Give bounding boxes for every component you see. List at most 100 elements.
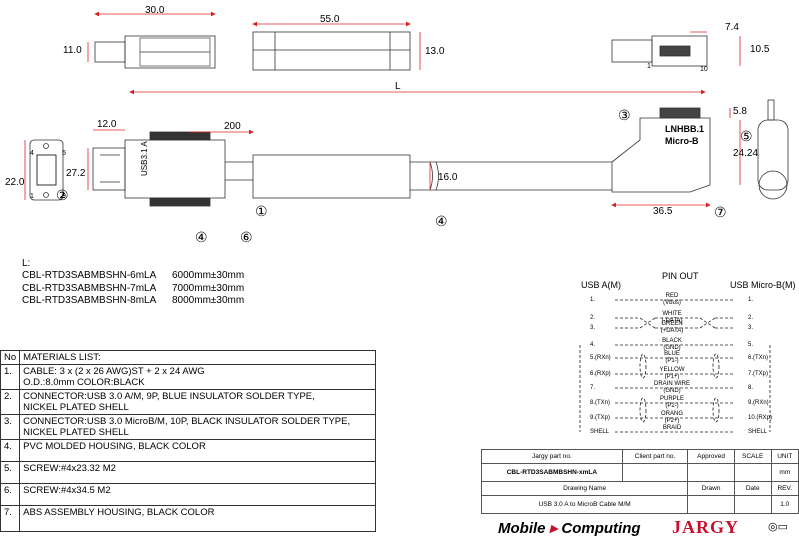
dim-27-2: 27.2 [66, 168, 86, 179]
pinout-wire-signal: (+DATA) [660, 328, 684, 334]
pinout-wire-signal: (-DATA) [661, 318, 683, 324]
tb-drawing-name: USB 3.0 A to MicroB Cable M/M [480, 495, 689, 514]
dim-30: 30.0 [145, 5, 165, 16]
tb-date [733, 495, 772, 514]
tb-client-part-header: Client part no. [621, 449, 689, 464]
length-part-6m: CBL-RTD3SABMBSHN-6mLA [22, 270, 157, 281]
table-row: 5.SCREW:#4x23.32 M2 [0, 461, 376, 484]
item-no: 5. [0, 461, 21, 484]
side-usb-a-face [29, 139, 64, 201]
pinout-left-pin: 3. [590, 325, 596, 331]
tb-jargy-part-header: Jargy part no. [481, 449, 623, 464]
logo-mobile: Mobile [498, 520, 546, 537]
pinout-right-pin: 1. [748, 297, 754, 303]
pinout-wire-signal: (GND) [663, 345, 681, 351]
title-block: Jargy part no. Client part no. Approved … [480, 449, 799, 514]
pinout-title: PIN OUT [662, 271, 699, 281]
dim-10-5: 10.5 [750, 44, 770, 55]
pinout-wire-signal: (Vbus) [663, 300, 681, 306]
top-molded-housing [252, 31, 411, 71]
pinout-left-pin: 5.(RXn) [590, 355, 611, 361]
pinout-left-pin: 7. [590, 385, 596, 391]
dim-7-4: 7.4 [725, 22, 739, 33]
pinout-right-pin: 6.(TXn) [748, 355, 769, 361]
dim-24-24: 24.24 [733, 148, 759, 159]
item-text: CONNECTOR:USB 3.0 MicroB/M, 10P, BLACK I… [19, 414, 376, 440]
callout-7: ⑦ [714, 204, 727, 220]
pinout-right-pin: 2. [748, 315, 754, 321]
tb-scale-header: SCALE [733, 449, 772, 464]
pinout-left-pin: 4. [590, 342, 596, 348]
micro-b-top-label: LNHBB.1 [665, 124, 705, 134]
pinout-wire-signal: (P2-) [665, 403, 679, 409]
dim-5-8: 5.8 [733, 106, 747, 117]
dim-13: 13.0 [425, 46, 445, 57]
callout-2: ② [56, 187, 69, 203]
pinout-wire-signal: (P1-) [665, 358, 679, 364]
pinout-right-pin: 8. [748, 385, 754, 391]
tb-unit: mm [770, 463, 799, 482]
dim-L: L [395, 81, 401, 92]
callout-3: ③ [618, 107, 631, 123]
item-line: O.D.:8.0mm COLOR:BLACK [23, 377, 145, 388]
pinout-right-pin: 10.(RXp) [748, 415, 773, 421]
pinout-wire-signal: (GND) [663, 388, 681, 394]
pinout-wire-color: YELLOW [659, 367, 685, 373]
length-title: L: [22, 258, 31, 269]
item-no: 1. [0, 364, 21, 390]
tb-date-header: Date [733, 481, 772, 496]
pin-label-1: 1 [647, 63, 651, 70]
tb-drawn [687, 495, 735, 514]
pinout-wires [579, 299, 771, 433]
item-text: PVC MOLDED HOUSING, BLACK COLOR [19, 439, 376, 462]
length-value-7m: 7000mm±30mm [172, 283, 245, 294]
tb-drawn-header: Drawn [687, 481, 735, 496]
logo-runner-icon: ▸ [545, 520, 562, 537]
item-no: 4. [0, 439, 21, 462]
pinout-left-header: USB A(M) [581, 280, 622, 290]
tb-rev: 1.0 [770, 495, 799, 514]
side-micro-b-housing [611, 107, 711, 193]
item-line: CONNECTOR:USB 3.0 A/M, 9P, BLUE INSULATO… [23, 391, 315, 402]
callout-5: ⑤ [740, 128, 753, 144]
item-text: SCREW:#4x34.5 M2 [19, 483, 376, 506]
tb-unit-header: UNIT [770, 449, 799, 464]
item-line: NICKEL PLATED SHELL [23, 427, 129, 438]
materials-header-title: MATERIALS LIST: [19, 350, 376, 365]
callout-4b: ④ [435, 213, 448, 229]
tb-approved-header: Approved [687, 449, 735, 464]
top-usb-a-connector [94, 35, 216, 69]
pinout-wire-color: RED [665, 293, 679, 299]
pinout-wire-color: BLACK [662, 338, 682, 344]
micro-b-label: Micro-B [665, 136, 699, 146]
side-usb-a-plug [92, 131, 226, 207]
pinout-wire-color: GREEN [661, 321, 683, 327]
length-part-7m: CBL-RTD3SABMBSHN-7mLA [22, 283, 157, 294]
callout-4a: ④ [195, 229, 208, 245]
tb-approved [687, 463, 735, 482]
materials-table: No MATERIALS LIST: 1.CABLE: 3 x (2 x 26 … [0, 350, 376, 532]
dim-36-5: 36.5 [653, 206, 673, 217]
dim-11: 11.0 [63, 45, 82, 56]
callout-1: ① [255, 203, 268, 219]
dim-12: 12.0 [97, 119, 117, 130]
table-row: 3.CONNECTOR:USB 3.0 MicroB/M, 10P, BLACK… [0, 414, 376, 440]
pinout-left-pin: SHELL [590, 429, 610, 435]
tb-rev-header: REV. [770, 481, 799, 496]
item-text: CONNECTOR:USB 3.0 A/M, 9P, BLUE INSULATO… [19, 389, 376, 415]
item-no: 2. [0, 389, 21, 415]
dim-200: 200 [224, 121, 241, 132]
item-no: 7. [0, 505, 21, 532]
tb-scale [733, 463, 772, 482]
pinout-wire-signal: (P1+) [664, 374, 680, 380]
pinout-left-pin: 9.(TXp) [590, 415, 611, 421]
materials-header-row: No MATERIALS LIST: [0, 350, 376, 365]
length-value-8m: 8000mm±30mm [172, 295, 245, 306]
pinout-wire-color: ORANG [660, 411, 684, 417]
table-row: 1.CABLE: 3 x (2 x 26 AWG)ST + 2 x 24 AWG… [0, 364, 376, 390]
pin-label-10: 10 [700, 66, 708, 73]
dim-22: 22.0 [5, 177, 25, 188]
pinout-right-pin: 9.(RXn) [748, 400, 769, 406]
tb-part-no: CBL-RTD3SABMBSHN-xmLA [481, 463, 623, 482]
